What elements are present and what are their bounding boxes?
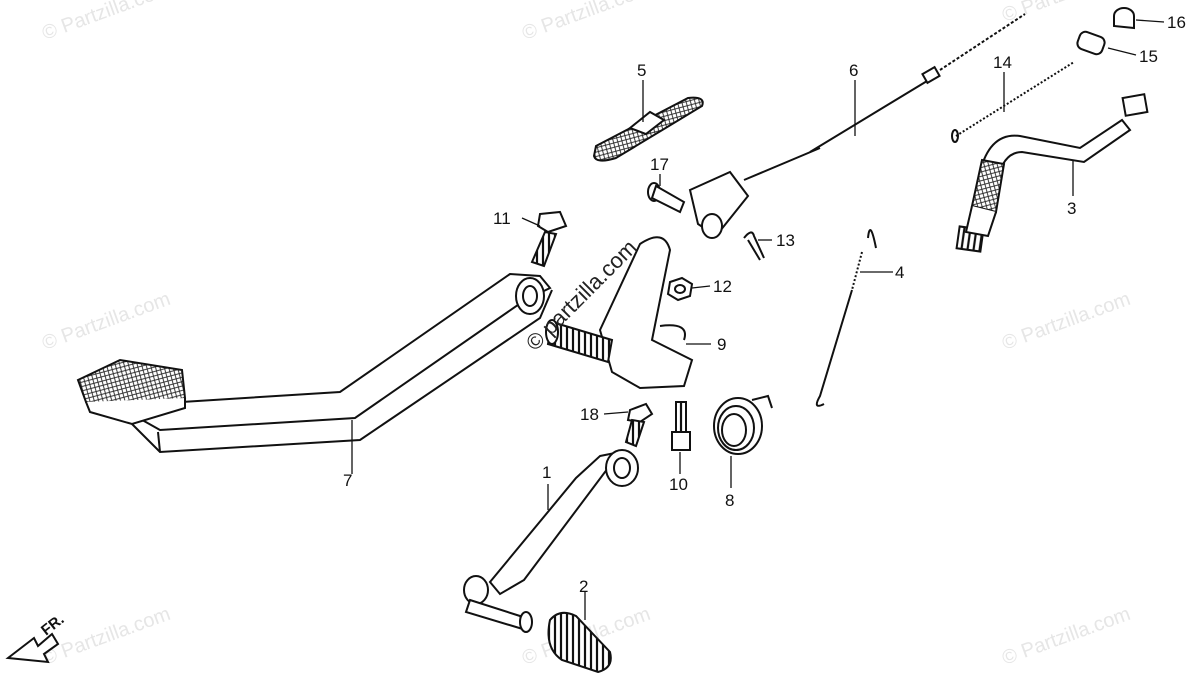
- callout-15: 15: [1139, 47, 1158, 66]
- callout-16: 16: [1167, 13, 1186, 32]
- switch-cap-part: [1076, 7, 1135, 56]
- brake-pedal-part: [76, 272, 553, 454]
- watermark: © Partzilla.com: [39, 0, 173, 45]
- pedal-plate-part: [592, 96, 704, 162]
- rubber-grip-part: [547, 611, 612, 674]
- leader-lines: [351, 19, 1165, 620]
- watermark: © Partzilla.com: [999, 288, 1133, 355]
- callout-1: 1: [542, 463, 551, 482]
- callout-13: 13: [776, 231, 795, 250]
- callout-14: 14: [993, 53, 1012, 72]
- callout-9: 9: [717, 335, 726, 354]
- callout-4: 4: [895, 263, 904, 282]
- flange-bolt-part: [624, 402, 654, 448]
- callouts: 1 2 3 4 5 6 7 8 9 10 11 12 13 14 15 16 1…: [343, 13, 1186, 596]
- brake-arm-part: [463, 449, 639, 633]
- stud-bolt-part: [671, 401, 691, 451]
- front-arrow-icon: [5, 632, 60, 664]
- pedal-bracket-part: [545, 236, 694, 390]
- pivot-pin-part: [647, 182, 686, 214]
- callout-2: 2: [579, 577, 588, 596]
- front-label: FR.: [38, 611, 68, 639]
- callout-3: 3: [1067, 199, 1076, 218]
- callout-10: 10: [669, 475, 688, 494]
- callout-17: 17: [650, 155, 669, 174]
- watermark: © Partzilla.com: [39, 603, 173, 670]
- callout-6: 6: [849, 61, 858, 80]
- brake-spring-part: [815, 229, 877, 407]
- cotter-pin-part: [743, 231, 765, 261]
- watermark: © Partzilla.com: [519, 0, 653, 45]
- nut-part: [666, 276, 694, 302]
- stop-switch-part: [955, 93, 1149, 253]
- bolt-part: [530, 210, 568, 268]
- callout-12: 12: [713, 277, 732, 296]
- return-spring-part: [713, 394, 773, 455]
- callout-7: 7: [343, 471, 352, 490]
- callout-18: 18: [580, 405, 599, 424]
- watermark: © Partzilla.com: [999, 603, 1133, 670]
- callout-11: 11: [493, 209, 511, 228]
- callout-8: 8: [725, 491, 734, 510]
- callout-5: 5: [637, 61, 646, 80]
- brake-rod-part: [688, 13, 1026, 239]
- compression-spring-part: [951, 61, 1075, 143]
- watermark: © Partzilla.com: [39, 288, 173, 355]
